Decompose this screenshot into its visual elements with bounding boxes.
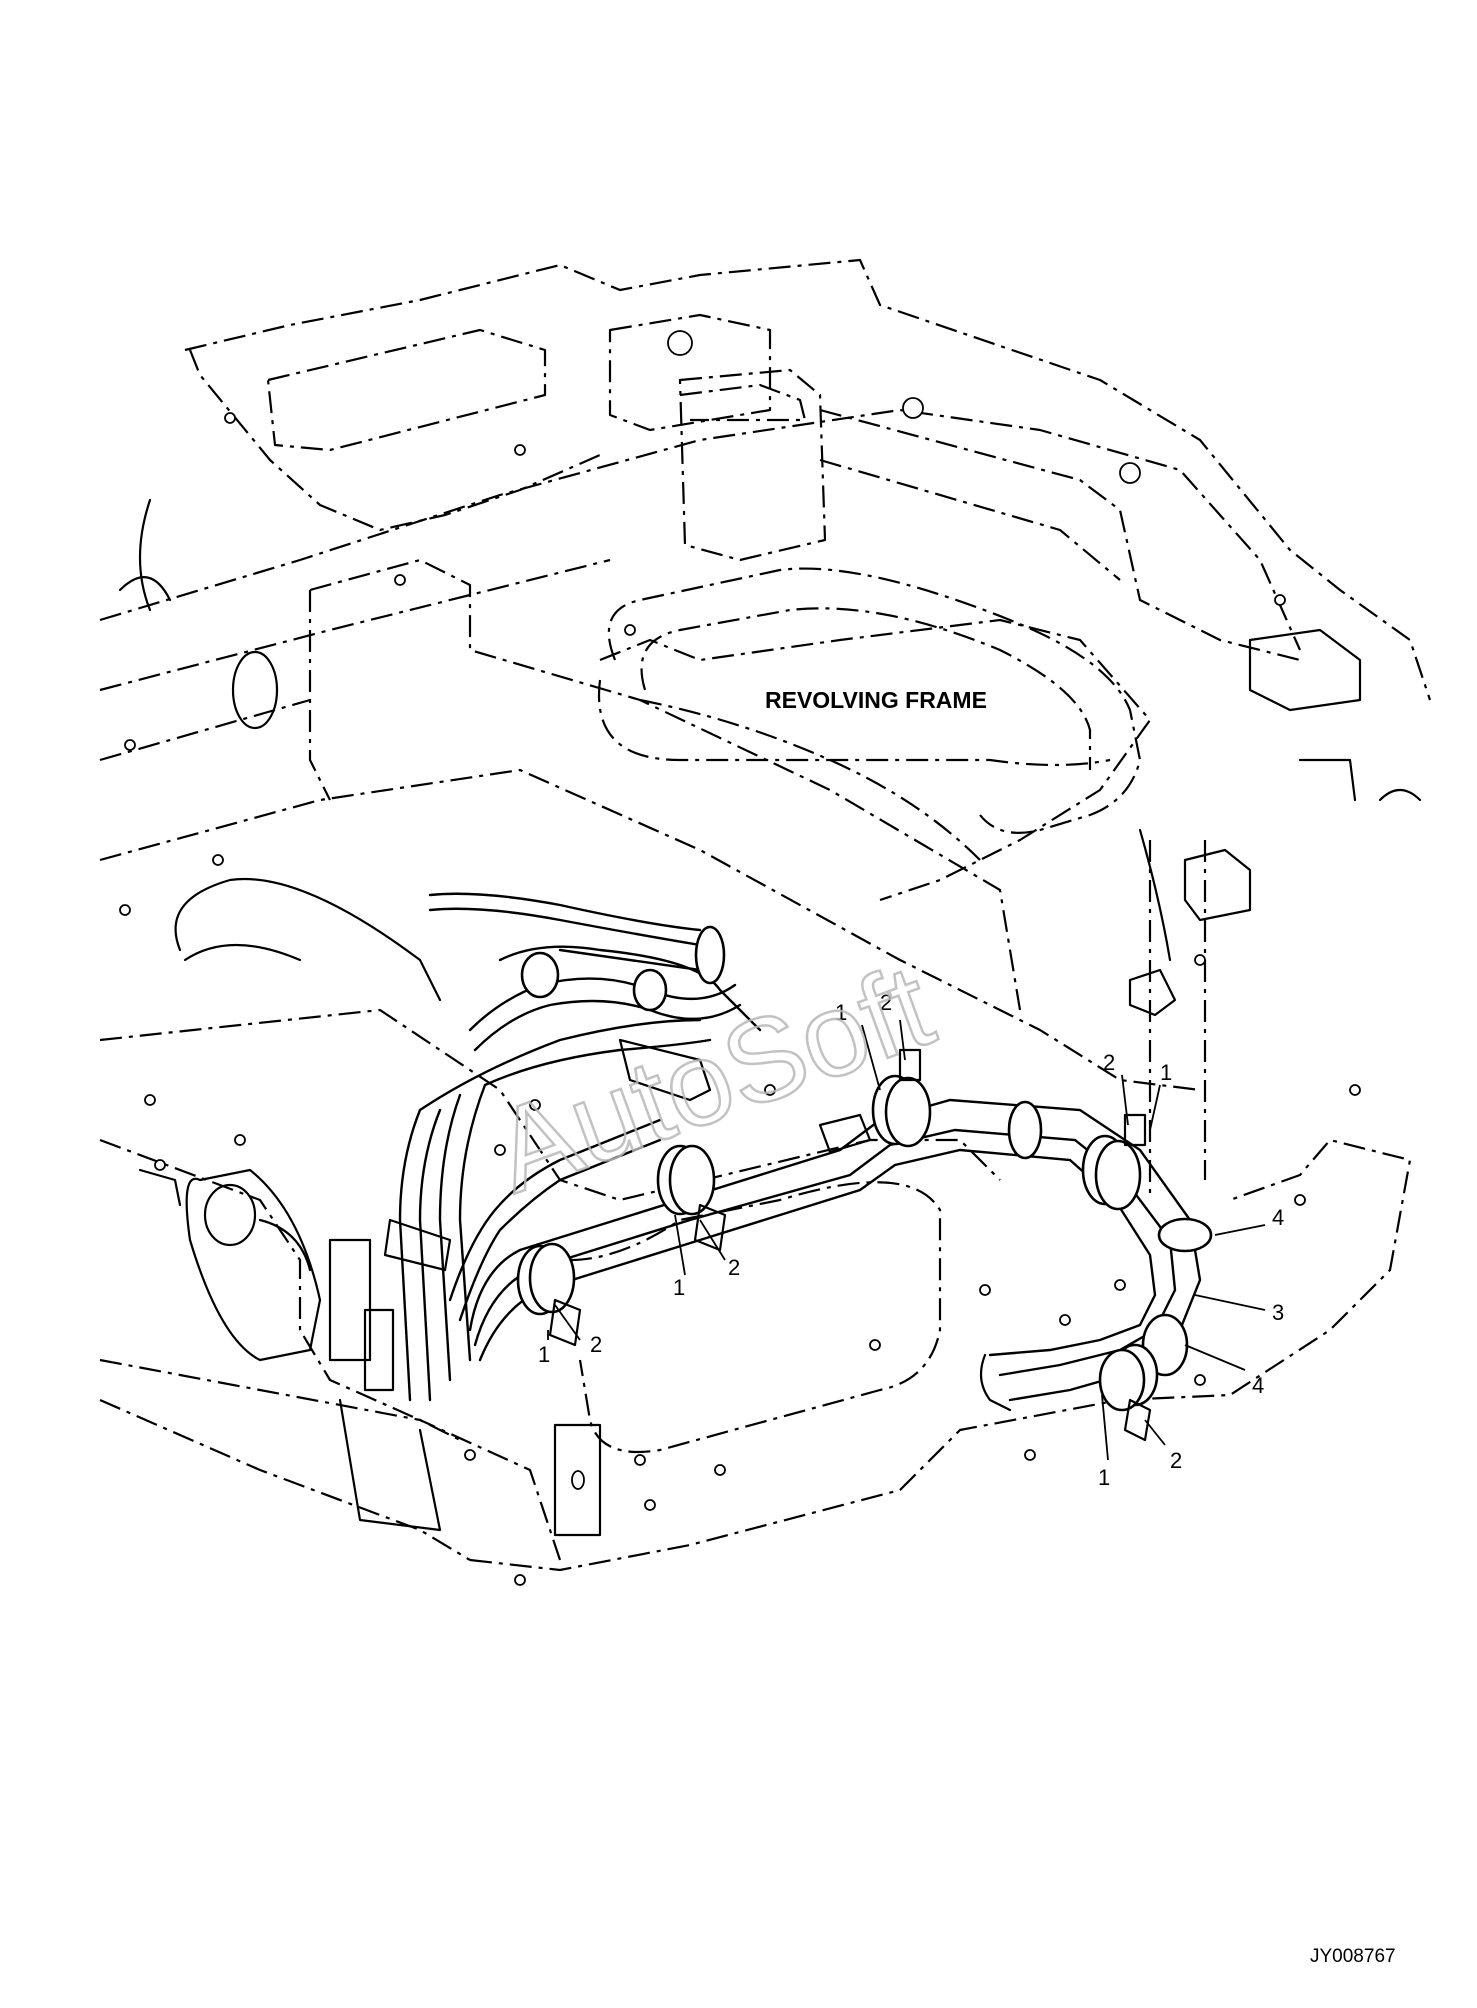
right-side-components — [1128, 628, 1422, 1017]
callout-1: 1 — [538, 1342, 550, 1367]
callout-8: 1 — [1160, 1060, 1172, 1085]
revolving-frame-label: REVOLVING FRAME — [765, 687, 987, 713]
callout-2: 2 — [590, 1332, 602, 1357]
callout-5: 1 — [835, 1000, 847, 1025]
drawing-code: JY008767 — [1310, 1946, 1396, 1967]
left-side-components — [118, 498, 602, 1537]
bolt-holes — [119, 330, 1361, 1586]
callout-9: 4 — [1272, 1205, 1284, 1230]
callout-6: 2 — [880, 990, 892, 1015]
main-hose-run — [468, 1074, 1213, 1412]
revolving-frame-body — [99, 558, 1412, 1572]
callout-labels: 1 2 1 2 1 2 2 1 4 3 4 2 1 — [538, 990, 1284, 1490]
callout-12: 2 — [1170, 1448, 1182, 1473]
frame-cutout — [607, 567, 1142, 834]
callout-3: 1 — [673, 1275, 685, 1300]
callout-11: 4 — [1252, 1373, 1264, 1398]
callout-7: 2 — [1103, 1050, 1115, 1075]
leader-lines — [547, 1019, 1266, 1461]
upper-frame-outline — [99, 258, 1432, 701]
clamp-tabs — [548, 1048, 1152, 1442]
callout-4: 2 — [728, 1255, 740, 1280]
callout-10: 3 — [1272, 1300, 1284, 1325]
callout-13: 1 — [1098, 1465, 1110, 1490]
hose-bundle-left — [383, 892, 762, 1402]
